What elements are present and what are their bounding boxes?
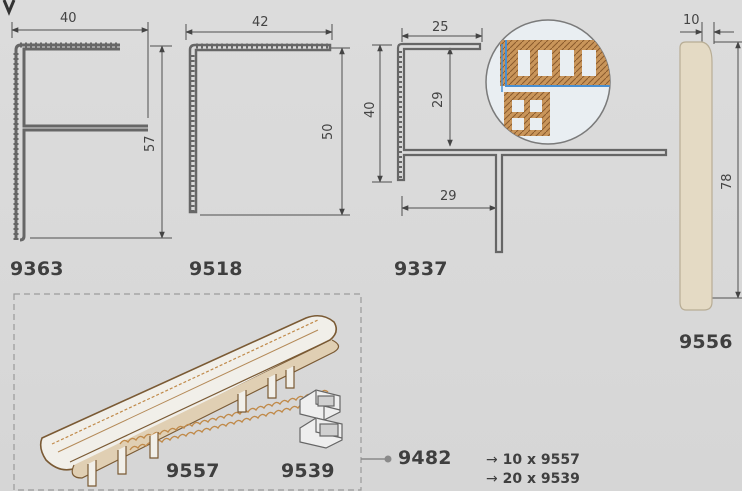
dim-9337-side: 40 [363,101,378,118]
kit-content-2: 20 x 9539 [502,471,580,487]
dim-9556-height: 78 [720,173,735,190]
profile-9337-detail-circle [485,19,611,145]
heading-fragment [2,0,16,16]
profile-9518-drawing [185,24,350,216]
kit-part-9557-drawing [39,314,340,487]
kit-part-9539-code: 9539 [281,460,335,482]
kit-connector-dot [384,455,392,463]
profile-9556-code: 9556 [679,331,733,353]
dim-9363-height: 57 [143,135,158,152]
profile-9556-drawing [680,22,742,299]
profile-9337-drawing [372,28,668,254]
dim-9556-width: 10 [683,13,700,28]
arrow-right-icon: → [486,452,498,468]
arrow-right-icon: → [486,471,498,487]
dim-9337-inner-height: 29 [431,91,446,108]
dim-9518-width: 42 [252,15,269,30]
kit-content-line-2: → 20 x 9539 [486,471,580,487]
kit-code-9482: 9482 [398,447,452,469]
kit-content-line-1: → 10 x 9557 [486,452,580,468]
profile-9363-drawing [11,22,172,242]
dim-9337-top: 25 [432,20,449,35]
profile-9518-code: 9518 [189,258,243,280]
kit-part-9557-code: 9557 [166,460,220,482]
dim-9518-height: 50 [321,123,336,140]
kit-part-9539-drawing [299,389,343,449]
dim-9337-inner-width: 29 [440,189,457,204]
profile-9556-board [679,41,713,311]
dim-9363-width: 40 [60,11,77,26]
profile-9363-code: 9363 [10,258,64,280]
kit-frame [13,293,362,491]
profile-9337-code: 9337 [394,258,448,280]
kit-content-1: 10 x 9557 [502,452,580,468]
